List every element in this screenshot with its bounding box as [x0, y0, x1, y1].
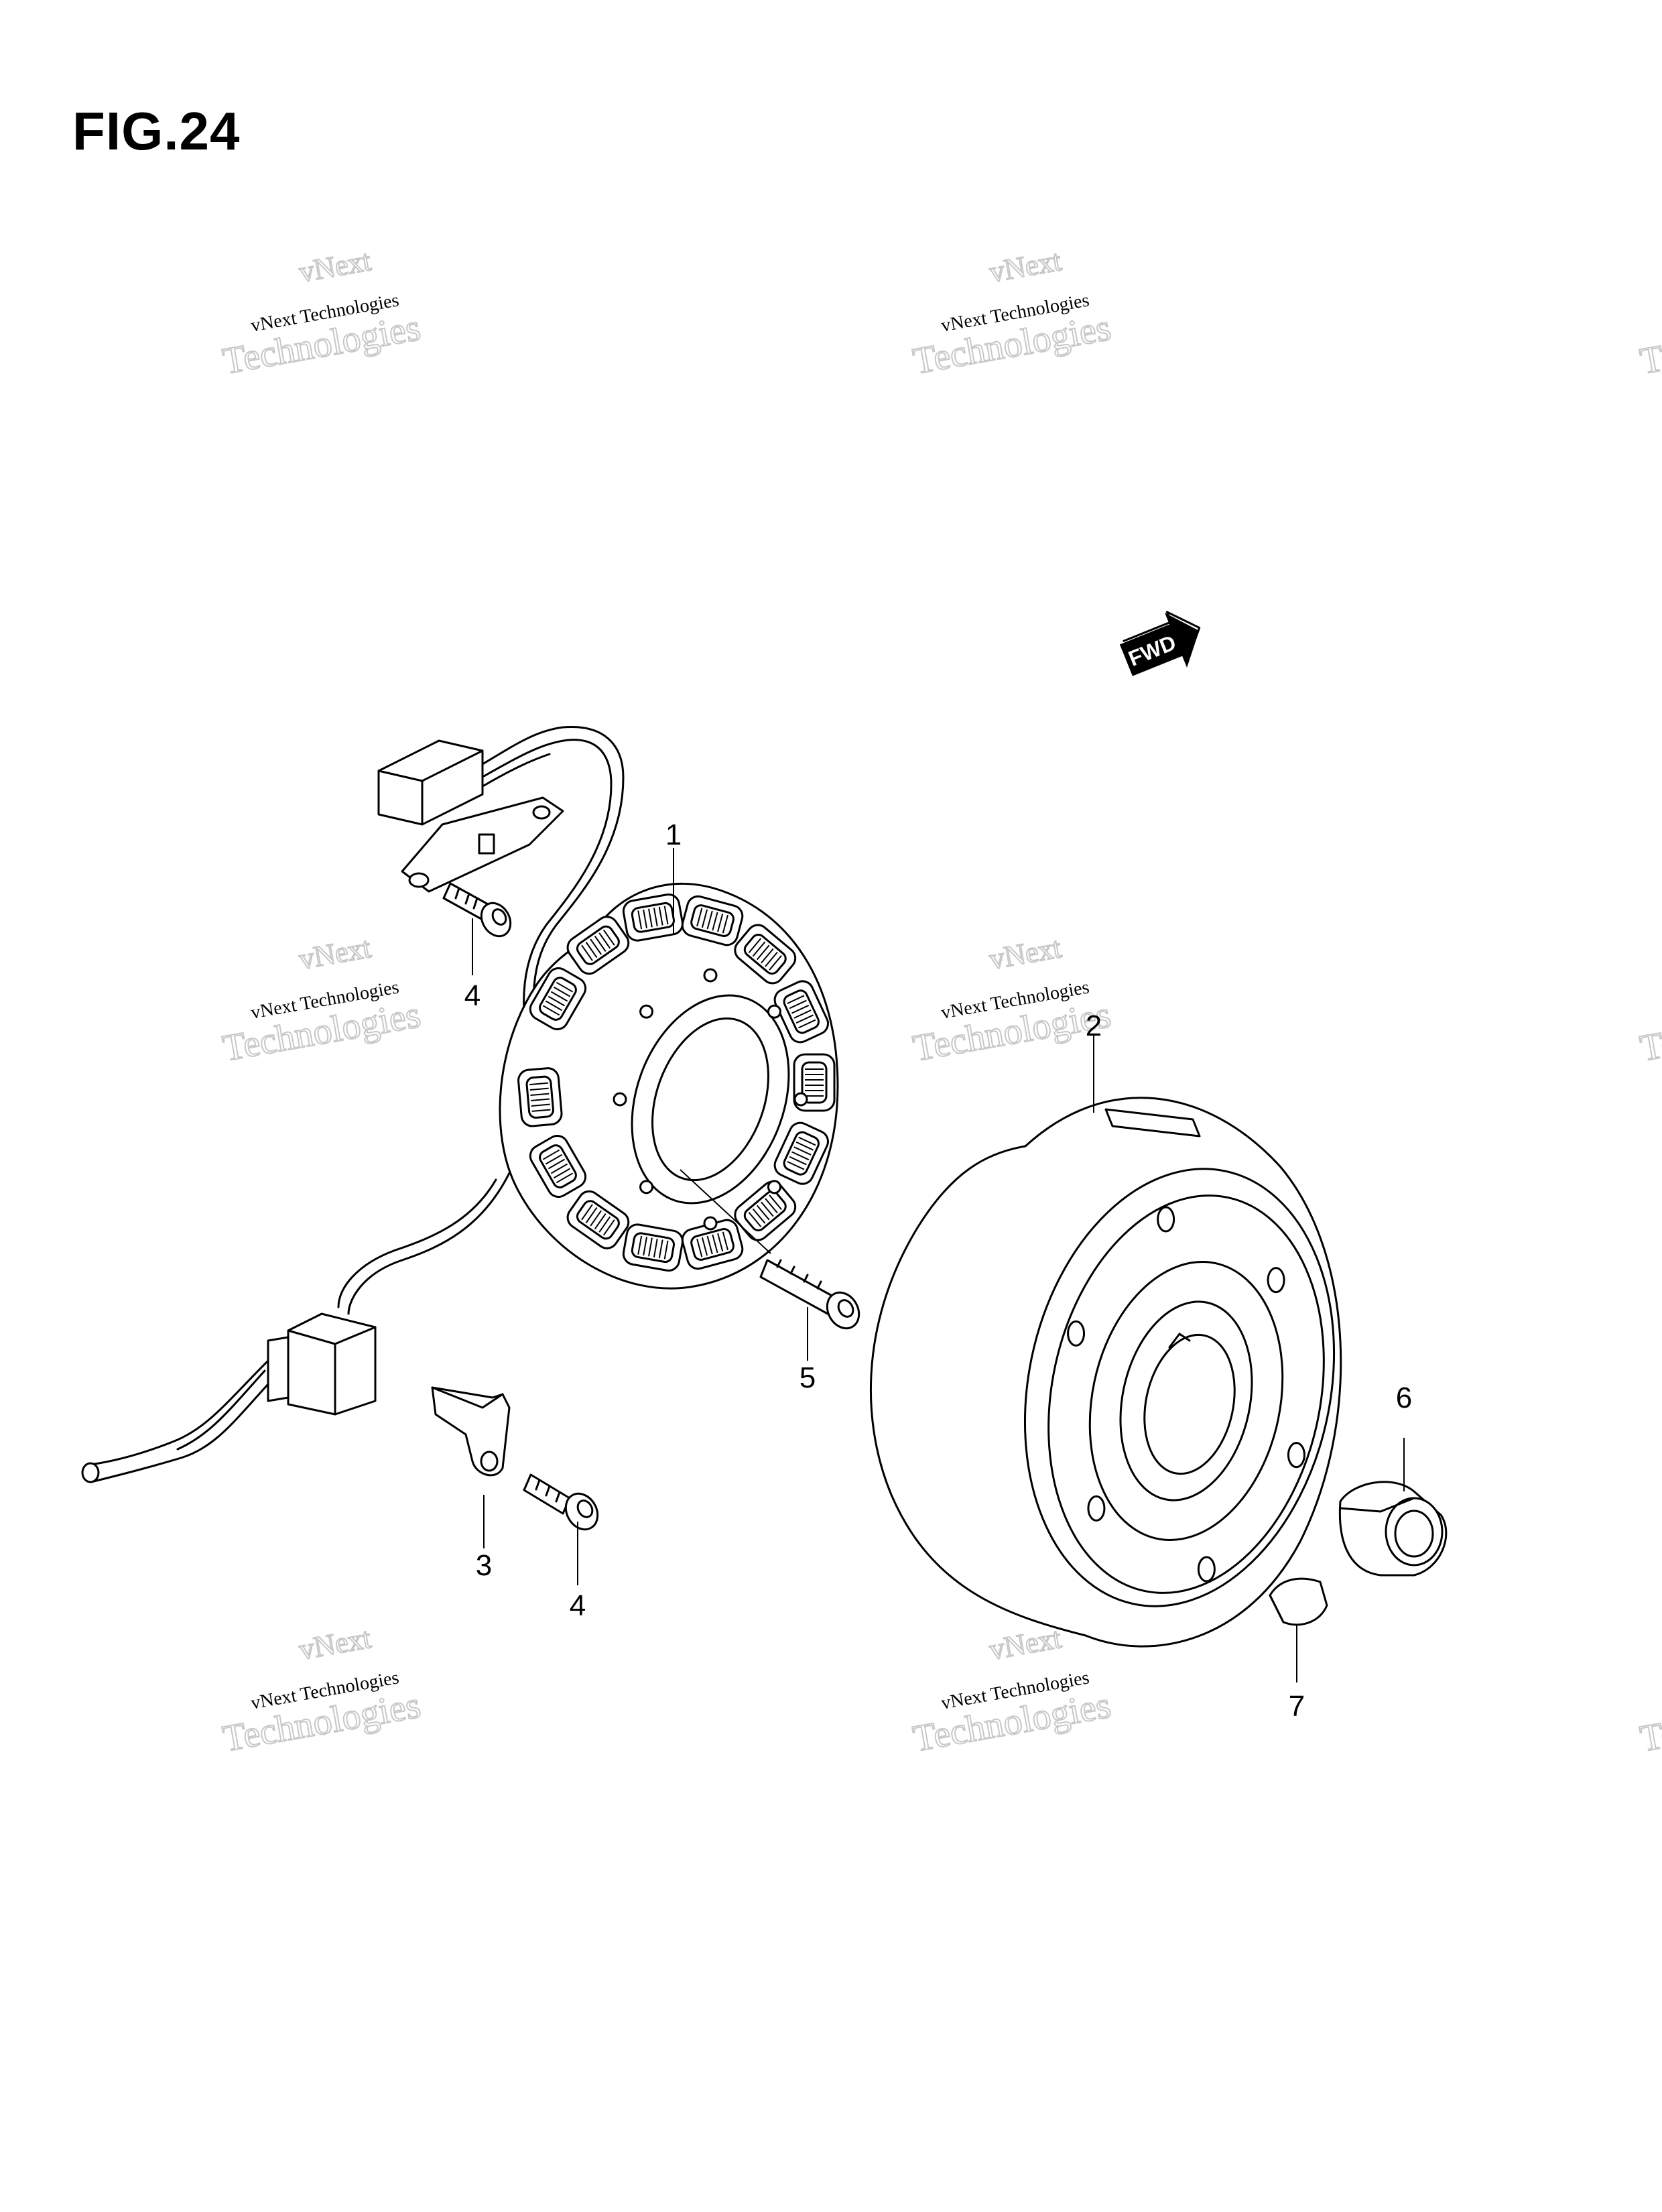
- bracket-bolt-lower: [523, 1473, 599, 1531]
- fwd-direction-badge: FWD: [1119, 611, 1201, 676]
- stator-coil-tooth: [529, 967, 587, 1031]
- callout-2: 2: [1086, 1009, 1102, 1042]
- flywheel-rotor: [870, 1097, 1342, 1648]
- stator-coil-tooth: [734, 924, 797, 985]
- stator-coil-assembly: [499, 882, 839, 1290]
- stator-coil-tooth: [566, 1190, 630, 1249]
- rotor-magnet-key: [1104, 1108, 1201, 1138]
- bracket-bolt-upper: [442, 882, 512, 938]
- watermark-line1: vNext: [987, 931, 1064, 976]
- woodruff-key: [1269, 1577, 1328, 1626]
- stator-coil-tooth: [622, 893, 684, 942]
- stator-coil-tooth: [773, 1121, 829, 1185]
- stator-coil-tooth: [529, 1134, 587, 1199]
- wire-clamp-bracket: [431, 1386, 511, 1477]
- stator-coil-tooth: [734, 1180, 797, 1241]
- stator-coil-tooth: [622, 1223, 684, 1272]
- figure-title: FIG.24: [72, 101, 241, 161]
- stator-coil-tooth: [681, 895, 744, 946]
- callout-5: 5: [800, 1361, 816, 1394]
- stator-bolt: [680, 1169, 860, 1330]
- callout-7: 7: [1289, 1690, 1305, 1723]
- watermark-line1: vNext: [297, 1621, 373, 1666]
- watermark-line3: Technologies: [1637, 307, 1662, 383]
- callout-3: 3: [476, 1549, 492, 1582]
- upper-connector: [377, 739, 484, 826]
- watermark-line1: vNext: [987, 1621, 1064, 1666]
- callout-4-upper: 4: [464, 979, 481, 1012]
- callout-4-lower: 4: [570, 1589, 586, 1622]
- callout-layer: 1 2 3 4 4 5 6 7: [464, 818, 1412, 1723]
- watermark-line1: vNext: [297, 931, 373, 976]
- watermark-line1: vNext: [297, 244, 373, 289]
- watermark-line1: vNext: [987, 244, 1064, 289]
- callout-1: 1: [665, 818, 682, 851]
- watermark-line3: Technologies: [1637, 1684, 1662, 1760]
- wiring-harness: [81, 725, 625, 1483]
- callout-6: 6: [1396, 1381, 1412, 1414]
- stator-coil-tooth: [681, 1219, 744, 1270]
- stator-coil-tooth: [517, 1067, 563, 1127]
- rotor-nut: [1338, 1481, 1448, 1577]
- watermark-line3: Technologies: [1637, 994, 1662, 1070]
- stator-coil-tooth: [773, 980, 829, 1044]
- lower-connector: [287, 1312, 377, 1416]
- stator-coil-tooth: [566, 916, 630, 975]
